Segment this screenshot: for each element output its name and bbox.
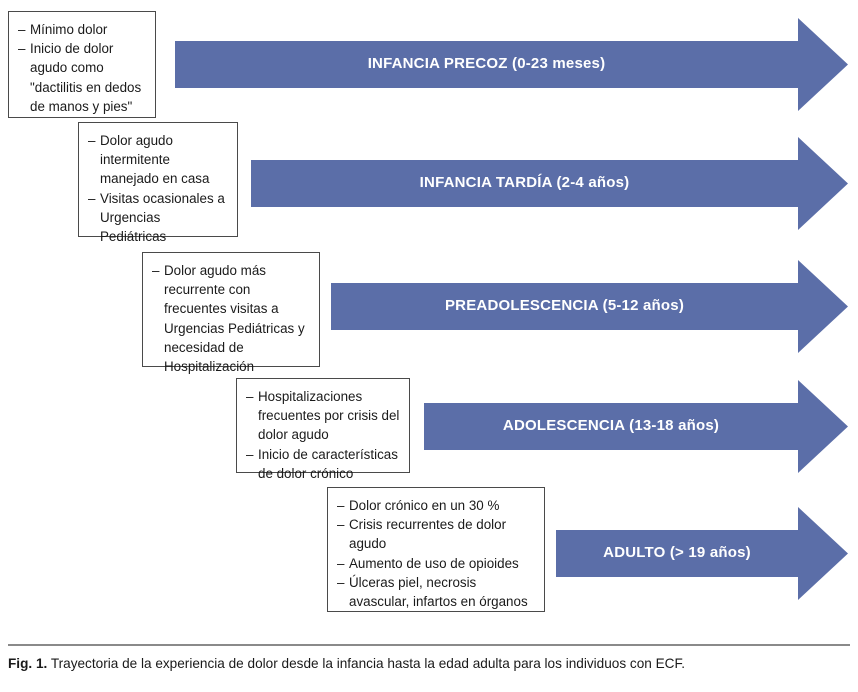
arrow-shape-icon xyxy=(175,18,848,111)
caption-divider xyxy=(8,644,850,646)
list-item: Úlceras piel, necrosis avascular, infart… xyxy=(337,573,535,611)
stage-notes-infancia-precoz: Mínimo dolor Inicio de dolor agudo como … xyxy=(8,11,156,118)
list-item: Hospitalizaciones frecuentes por crisis … xyxy=(246,387,400,445)
note-list: Mínimo dolor Inicio de dolor agudo como … xyxy=(18,20,146,116)
note-list: Dolor agudo más recurrente con frecuente… xyxy=(152,261,310,376)
list-item: Aumento de uso de opioides xyxy=(337,554,535,573)
stage-notes-infancia-tardia: Dolor agudo intermitente manejado en cas… xyxy=(78,122,238,244)
stage-arrow-adolescencia xyxy=(424,380,848,473)
stage-notes-adulto: Dolor crónico en un 30 % Crisis recurren… xyxy=(327,487,545,612)
list-item: Dolor agudo intermitente manejado en cas… xyxy=(88,131,228,189)
figure-number: Fig. 1. xyxy=(8,656,48,671)
note-list: Dolor crónico en un 30 % Crisis recurren… xyxy=(337,496,535,611)
list-item: Mínimo dolor xyxy=(18,20,146,39)
list-item: Inicio de dolor agudo como "dactilitis e… xyxy=(18,39,146,116)
stage-arrow-adulto xyxy=(556,507,848,600)
figure-caption: Fig. 1. Trayectoria de la experiencia de… xyxy=(8,655,850,673)
stage-notes-adolescencia: Hospitalizaciones frecuentes por crisis … xyxy=(236,378,410,481)
list-item: Inicio de características de dolor cróni… xyxy=(246,445,400,483)
stage-arrow-infancia-precoz xyxy=(175,18,848,111)
stage-notes-preadolescencia: Dolor agudo más recurrente con frecuente… xyxy=(142,252,320,374)
arrow-shape-icon xyxy=(331,260,848,353)
figure-caption-text: Trayectoria de la experiencia de dolor d… xyxy=(50,656,686,671)
note-list: Dolor agudo intermitente manejado en cas… xyxy=(88,131,228,246)
list-item: Visitas ocasionales a Urgencias Pediátri… xyxy=(88,189,228,247)
note-list: Hospitalizaciones frecuentes por crisis … xyxy=(246,387,400,483)
list-item: Dolor agudo más recurrente con frecuente… xyxy=(152,261,310,376)
list-item: Crisis recurrentes de dolor agudo xyxy=(337,515,535,553)
stage-arrow-preadolescencia xyxy=(331,260,848,353)
arrow-shape-icon xyxy=(251,137,848,230)
stage-arrow-infancia-tardia xyxy=(251,137,848,230)
arrow-shape-icon xyxy=(424,380,848,473)
list-item: Dolor crónico en un 30 % xyxy=(337,496,535,515)
arrow-shape-icon xyxy=(556,507,848,600)
